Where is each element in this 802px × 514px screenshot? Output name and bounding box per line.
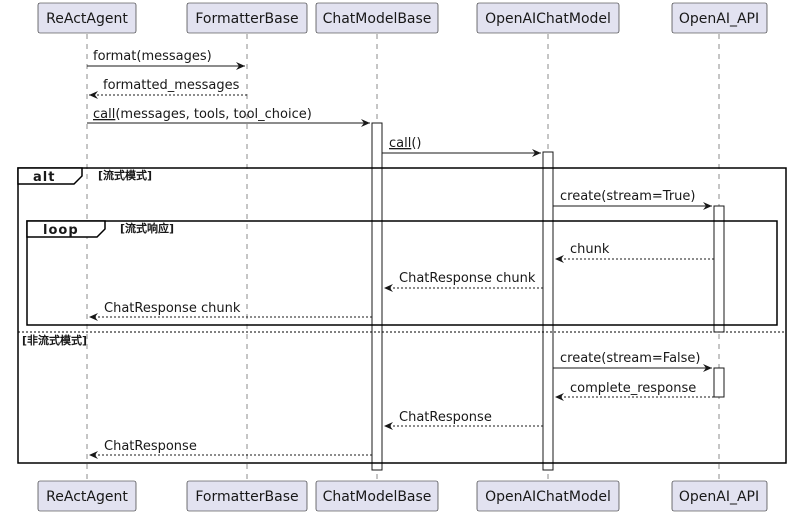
activation-chatmodelbase	[371, 122, 383, 471]
alt-condition: [流式模式]	[98, 168, 152, 182]
message-label: call(messages, tools, tool_choice)	[93, 107, 312, 122]
alt-fragment: alt [流式模式] [非流式模式]	[17, 167, 787, 464]
participant-label: OpenAI_API	[679, 11, 759, 27]
participant-label: ReActAgent	[46, 489, 128, 505]
participant-formatterbase-bottom: FormatterBase	[186, 480, 308, 512]
participant-label: OpenAI_API	[679, 489, 759, 505]
participant-openai-api-bottom: OpenAI_API	[671, 480, 768, 512]
message-label: complete_response	[570, 381, 696, 396]
message-label: formatted_messages	[103, 78, 240, 93]
else-condition: [非流式模式]	[22, 333, 87, 347]
message-inner-call: call()	[382, 136, 541, 157]
participant-chatmodelbase-top: ChatModelBase	[315, 2, 439, 34]
message-label: ChatResponse	[104, 439, 197, 454]
message-label: chunk	[570, 242, 610, 257]
message-label: create(stream=False)	[560, 351, 701, 366]
participant-openaichatmodel-bottom: OpenAIChatModel	[476, 480, 620, 512]
message-chatresponse-chunk-1: ChatResponse chunk	[384, 271, 543, 292]
message-format: format(messages)	[87, 49, 245, 70]
activation-openaichatmodel	[542, 151, 554, 471]
message-call: call(messages, tools, tool_choice)	[87, 107, 370, 127]
participant-reactagent-bottom: ReActAgent	[37, 480, 137, 512]
message-label: ChatResponse chunk	[399, 271, 536, 286]
loop-keyword: loop	[43, 223, 79, 238]
message-label: ChatResponse chunk	[104, 301, 241, 316]
message-label: create(stream=True)	[560, 189, 695, 204]
message-label: ChatResponse	[399, 410, 492, 425]
message-create-stream: create(stream=True)	[553, 189, 712, 210]
message-create-sync: create(stream=False)	[553, 351, 712, 372]
participant-openai-api-top: OpenAI_API	[671, 2, 768, 34]
participant-label: FormatterBase	[195, 11, 298, 27]
message-chatresponse-1: ChatResponse	[384, 410, 543, 430]
message-complete-response: complete_response	[555, 381, 714, 401]
participant-openaichatmodel-top: OpenAIChatModel	[476, 2, 620, 34]
loop-condition: [流式响应]	[120, 221, 174, 235]
participant-label: OpenAIChatModel	[485, 11, 611, 27]
participant-label: ReActAgent	[46, 11, 128, 27]
message-chunk: chunk	[555, 242, 714, 263]
participant-label: ChatModelBase	[323, 489, 432, 505]
participant-chatmodelbase-bottom: ChatModelBase	[315, 480, 439, 512]
message-label: call()	[389, 136, 422, 151]
participant-label: ChatModelBase	[323, 11, 432, 27]
loop-fragment: loop [流式响应]	[26, 220, 778, 326]
message-chatresponse-2: ChatResponse	[89, 439, 372, 459]
participant-reactagent-top: ReActAgent	[37, 2, 137, 34]
message-label: format(messages)	[93, 49, 212, 64]
activation-openai-api-stream	[713, 205, 725, 333]
message-chatresponse-chunk-2: ChatResponse chunk	[89, 301, 372, 321]
alt-keyword: alt	[33, 170, 55, 185]
participant-label: FormatterBase	[195, 489, 298, 505]
activation-openai-api-sync	[713, 367, 725, 398]
participant-label: OpenAIChatModel	[485, 489, 611, 505]
participant-formatterbase-top: FormatterBase	[186, 2, 308, 34]
message-formatted-messages: formatted_messages	[89, 78, 247, 99]
